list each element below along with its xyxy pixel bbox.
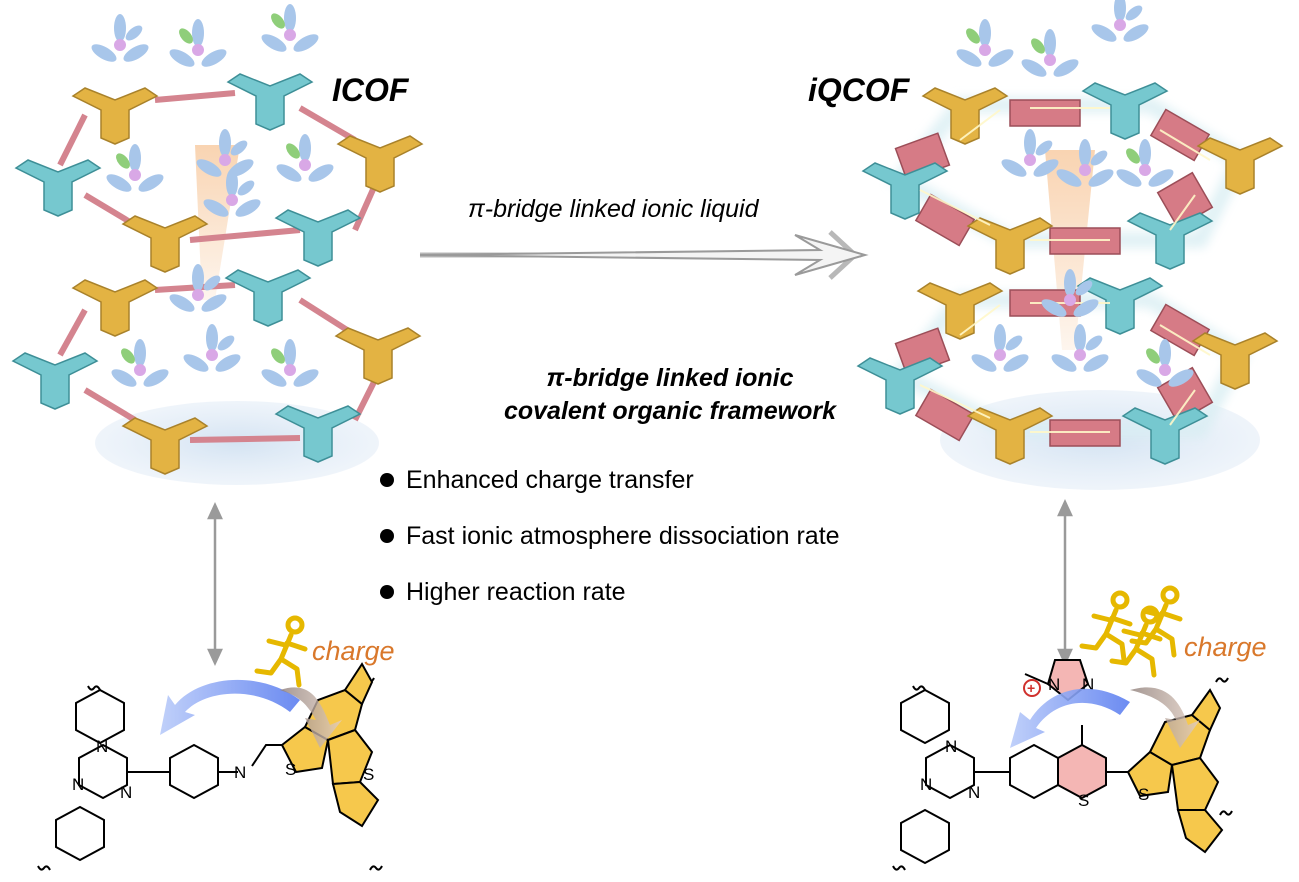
atom-label: N <box>945 737 957 756</box>
atom-label: N <box>968 783 980 802</box>
icof-atom-labels: N N N N S S <box>72 737 374 802</box>
bullet-icon <box>380 473 394 487</box>
curved-arrow-icon <box>1010 687 1200 748</box>
runner-icon <box>257 618 305 685</box>
feature-item: Higher reaction rate <box>380 564 840 620</box>
charge-label-left: charge <box>312 636 395 666</box>
atom-label: N <box>920 775 932 794</box>
double-headed-arrow-icon <box>207 502 223 666</box>
charge-sign: + <box>1027 680 1035 696</box>
atom-label: N <box>120 783 132 802</box>
icof-framework-illustration <box>12 4 423 485</box>
bullet-icon <box>380 529 394 543</box>
feature-text: Higher reaction rate <box>406 578 626 606</box>
atom-label: S <box>1138 785 1149 804</box>
iqcof-atom-labels: N N N N N S S <box>920 675 1149 810</box>
double-headed-arrow-icon <box>1057 499 1073 666</box>
feature-item: Enhanced charge transfer <box>380 452 840 508</box>
headline-line-1: π-bridge linked ionic <box>546 364 794 392</box>
feature-item: Fast ionic atmosphere dissociation rate <box>380 508 840 564</box>
runner-icon <box>1082 588 1180 675</box>
bullet-icon <box>380 585 394 599</box>
atom-label: N <box>96 737 108 756</box>
iqcof-title: iQCOF <box>808 72 910 108</box>
iqcof-structure-illustration <box>892 659 1233 871</box>
arrow-label: π-bridge linked ionic liquid <box>468 195 759 223</box>
charge-label-right: charge <box>1184 632 1267 662</box>
feature-text: Fast ionic atmosphere dissociation rate <box>406 522 840 550</box>
atom-label: N <box>1048 675 1060 694</box>
open-arrow-icon <box>419 230 869 280</box>
headline-line-2: covalent organic framework <box>503 397 837 425</box>
atom-label: S <box>363 765 374 784</box>
atom-label: N <box>234 763 246 782</box>
atom-label: S <box>285 760 296 779</box>
atom-label: N <box>72 775 84 794</box>
positive-charge-icon: + <box>1023 679 1041 697</box>
feature-list: Enhanced charge transfer Fast ionic atmo… <box>380 452 840 620</box>
icof-title: ICOF <box>332 72 409 108</box>
headline: π-bridge linked ionic covalent organic f… <box>460 362 880 428</box>
curved-arrow-icon <box>160 679 342 748</box>
atom-label: S <box>1078 791 1089 810</box>
feature-text: Enhanced charge transfer <box>406 466 694 494</box>
iqcof-framework-illustration <box>857 0 1283 490</box>
